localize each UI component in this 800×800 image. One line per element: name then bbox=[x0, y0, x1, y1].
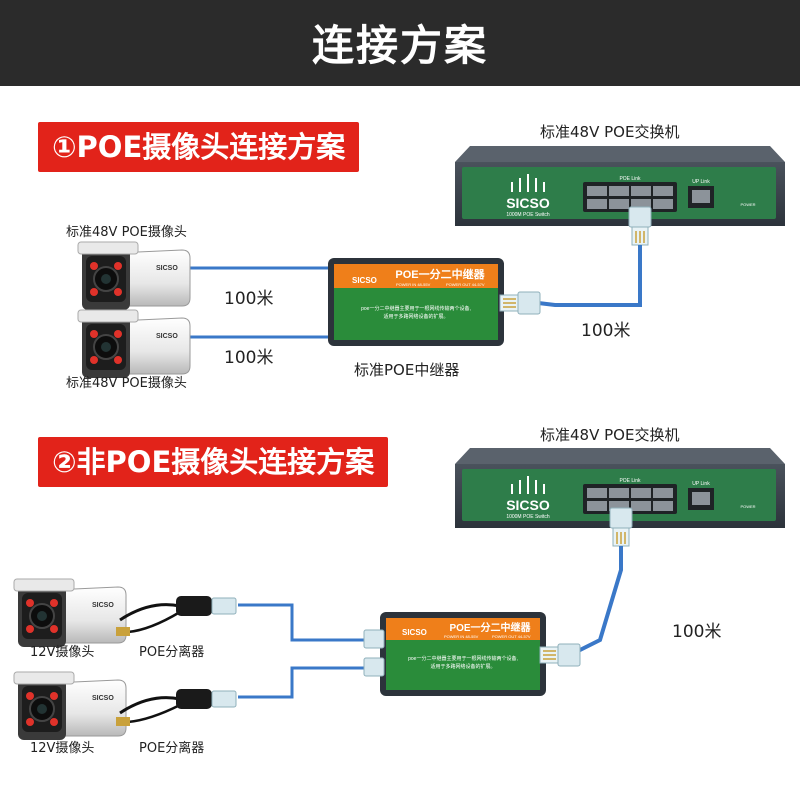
network-cable bbox=[238, 603, 370, 642]
poe-splitter-2 bbox=[116, 689, 237, 726]
switch-model-text: 1000M POE Switch bbox=[506, 212, 550, 218]
extender-description-text: poe一分二中继器主要用于一根网线传输两个设备, bbox=[361, 305, 471, 312]
extender-power-out-text: POWER OUT 44-57V bbox=[446, 282, 485, 287]
switch-power-text: POWER bbox=[740, 504, 755, 509]
switch-up-link-text: UP Link bbox=[692, 179, 710, 185]
12v-camera-2 bbox=[13, 671, 127, 741]
poe-splitter-1 bbox=[116, 596, 237, 636]
switch-poe-link-text: POE Link bbox=[619, 176, 641, 182]
switch-brand-text: SICSO bbox=[506, 195, 550, 211]
extender-1-label: 标准POE中继器 bbox=[354, 361, 460, 379]
extender-description-text: 适用于多路网络设备的扩展。 bbox=[383, 313, 448, 320]
rj45-plug bbox=[499, 291, 541, 315]
poe-switch-1: SICSO 1000M POE Switch POE Link UP Link … bbox=[455, 146, 785, 226]
camera-bottom-label: 标准48V POE摄像头 bbox=[66, 376, 187, 391]
extender-power-out-text: POWER OUT 44-57V bbox=[492, 634, 531, 639]
extender-brand-text: SICSO bbox=[352, 276, 377, 285]
switch-up-link-text: UP Link bbox=[692, 481, 710, 487]
extender-title-text: POE一分二中继器 bbox=[449, 621, 531, 634]
rj45-plug bbox=[628, 206, 652, 246]
extender-title-text: POE一分二中继器 bbox=[395, 267, 485, 281]
extender-power-in-text: POWER IN 48-55V bbox=[396, 282, 431, 287]
network-cable bbox=[569, 546, 623, 657]
distance-label-switch-1: 100米 bbox=[581, 321, 631, 341]
splitter-2-label: POE分离器 bbox=[139, 741, 205, 756]
network-cable bbox=[529, 245, 642, 307]
switch-poe-link-text: POE Link bbox=[619, 478, 641, 484]
poe-camera-1 bbox=[77, 241, 191, 311]
page-title: 连接方案 bbox=[311, 21, 488, 70]
camera-top-label: 标准48V POE摄像头 bbox=[66, 225, 187, 240]
switch-power-text: POWER bbox=[740, 202, 755, 207]
extender-power-in-text: POWER IN 48-55V bbox=[444, 634, 479, 639]
rj45-plug bbox=[539, 643, 581, 667]
switch-brand-text: SICSO bbox=[506, 497, 550, 513]
poe-extender-1: SICSO POE一分二中继器 POWER IN 48-55V POWER OU… bbox=[328, 258, 504, 346]
camera-2-label: 12V摄像头 bbox=[30, 741, 95, 756]
switch-1-label: 标准48V POE交换机 bbox=[540, 123, 680, 141]
section-2-title: ②非POE摄像头连接方案 bbox=[38, 437, 389, 487]
distance-label-cam1: 100米 bbox=[224, 289, 274, 309]
poe-camera-2 bbox=[77, 309, 191, 379]
extender-brand-text: SICSO bbox=[402, 628, 427, 637]
switch-2-label: 标准48V POE交换机 bbox=[540, 426, 680, 444]
extender-description-text: poe一分二中继器主要用于一根网线传输两个设备, bbox=[408, 655, 518, 662]
distance-label-cam2: 100米 bbox=[224, 348, 274, 368]
switch-model-text: 1000M POE Switch bbox=[506, 514, 550, 520]
splitter-1-label: POE分离器 bbox=[139, 645, 205, 660]
section-1-title: ①POE摄像头连接方案 bbox=[38, 122, 360, 172]
rj45-plug bbox=[363, 629, 385, 677]
header-bar: 连接方案 bbox=[0, 0, 800, 86]
camera-1-label: 12V摄像头 bbox=[30, 645, 95, 660]
network-cable bbox=[238, 666, 370, 699]
12v-camera-1 bbox=[13, 578, 127, 648]
distance-label-switch-2: 100米 bbox=[672, 622, 722, 642]
poe-extender-2: SICSO POE一分二中继器 POWER IN 48-55V POWER OU… bbox=[380, 612, 546, 696]
extender-description-text: 适用于多路网络设备的扩展。 bbox=[430, 663, 495, 670]
rj45-plug bbox=[609, 507, 633, 547]
